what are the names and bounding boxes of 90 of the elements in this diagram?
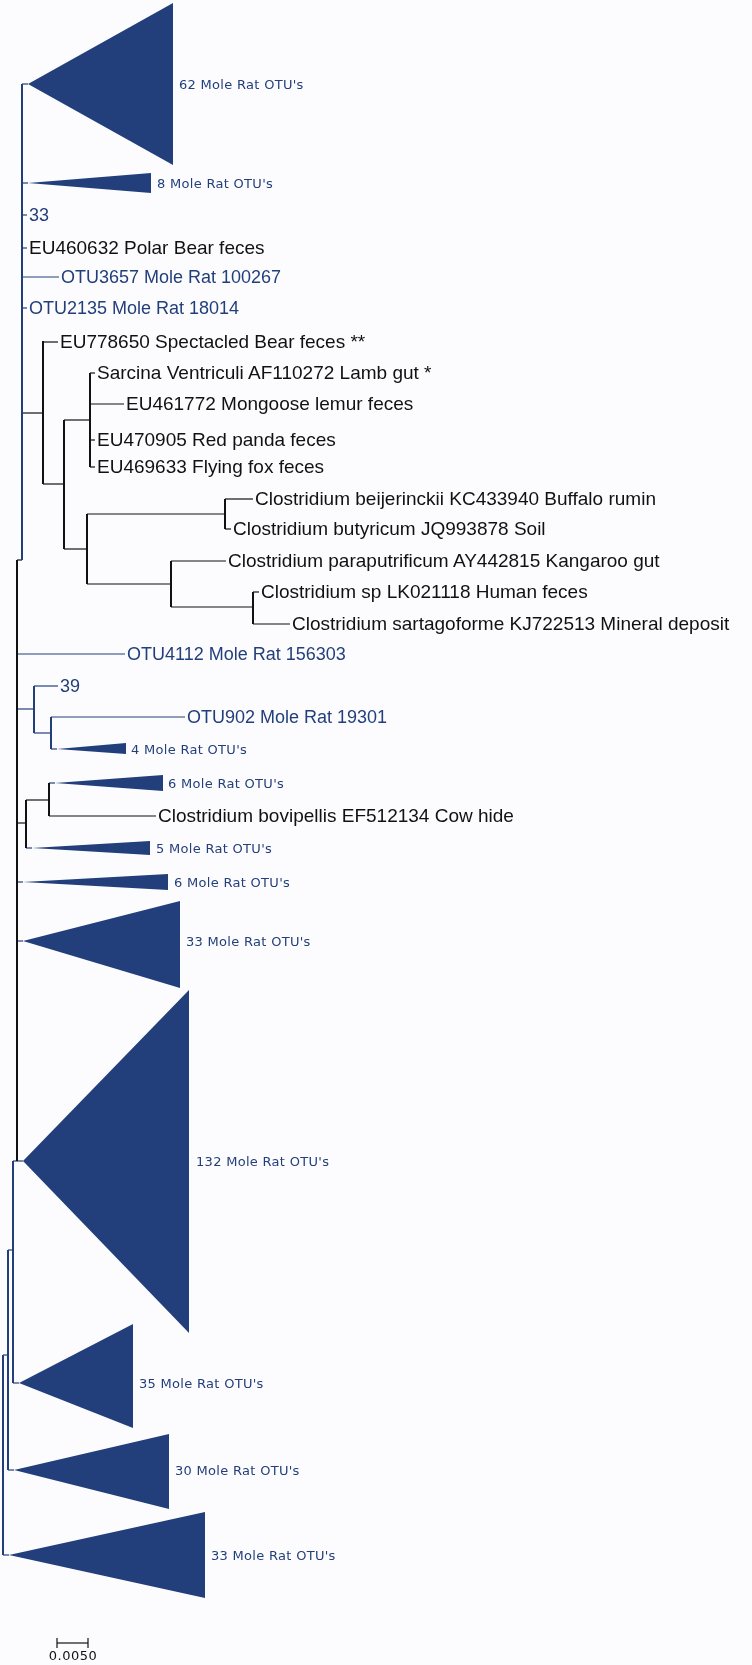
- clade-label: 62 Mole Rat OTU's: [179, 76, 304, 92]
- branch-line: [7, 1249, 14, 1251]
- branch-line: [2, 1554, 10, 1556]
- tree-node-line: [12, 1161, 14, 1383]
- branch-line: [16, 708, 35, 710]
- clade-label: 33 Mole Rat OTU's: [211, 1547, 336, 1563]
- tree-node-line: [252, 592, 254, 624]
- taxon-label: 39: [60, 675, 81, 697]
- branch-line: [224, 498, 254, 500]
- branch-line: [252, 623, 291, 625]
- tree-node-line: [7, 1250, 9, 1470]
- branch-line: [33, 732, 52, 734]
- branch-line: [89, 466, 96, 468]
- taxon-label: Clostridium bovipellis EF512134 Cow hide: [158, 805, 514, 827]
- branch-line: [48, 782, 56, 784]
- branch-line: [33, 685, 59, 687]
- tree-node-line: [33, 686, 35, 733]
- branch-line: [25, 847, 33, 849]
- tree-node-line: [224, 499, 226, 529]
- branch-line: [21, 83, 29, 85]
- tree-node-line: [50, 717, 52, 749]
- branch-line: [12, 1160, 18, 1162]
- clade-label: 5 Mole Rat OTU's: [156, 840, 273, 856]
- taxon-label: OTU902 Mole Rat 19301: [187, 706, 388, 728]
- branch-line: [42, 341, 59, 343]
- taxon-label: Clostridium paraputrificum AY442815 Kangaroo gut: [228, 550, 660, 572]
- scale-value: 0.0050: [48, 1648, 98, 1663]
- tree-node-line: [48, 783, 50, 816]
- branch-line: [50, 716, 186, 718]
- branch-line: [86, 583, 172, 585]
- taxon-label: OTU4112 Mole Rat 156303: [127, 643, 346, 665]
- branch-line: [252, 591, 260, 593]
- branch-line: [170, 560, 227, 562]
- taxon-label: EU470905 Red panda feces: [97, 429, 336, 451]
- taxon-label: EU778650 Spectacled Bear feces **: [60, 331, 366, 353]
- branch-line: [16, 653, 126, 655]
- taxon-label: OTU3657 Mole Rat 100267: [61, 266, 282, 288]
- branch-line: [89, 403, 125, 405]
- branch-line: [12, 1382, 20, 1384]
- branch-line: [25, 799, 50, 801]
- branch-line: [50, 748, 58, 750]
- tree-node-line: [170, 561, 172, 607]
- branch-line: [16, 1160, 24, 1162]
- branch-line: [21, 247, 28, 249]
- taxon-label: Clostridium sp LK021118 Human feces: [261, 581, 588, 603]
- branch-line: [21, 182, 29, 184]
- branch-line: [16, 881, 24, 883]
- branch-line: [21, 307, 28, 309]
- branch-line: [86, 513, 226, 515]
- branch-line: [48, 815, 157, 817]
- branch-line: [16, 559, 23, 561]
- branch-line: [16, 940, 24, 942]
- tree-node-line: [21, 84, 23, 560]
- clade-label: 8 Mole Rat OTU's: [157, 175, 274, 191]
- tree-node-line: [25, 800, 27, 848]
- branch-line: [2, 1354, 9, 1356]
- branch-line: [89, 439, 96, 441]
- taxon-label: Sarcina Ventriculi AF110272 Lamb gut *: [97, 362, 432, 384]
- tree-node-line: [2, 1355, 4, 1555]
- branch-line: [21, 276, 60, 278]
- branch-line: [42, 483, 65, 485]
- tree-node-line: [42, 341, 44, 484]
- branch-line: [7, 1469, 15, 1471]
- branch-line: [89, 372, 96, 374]
- branch-line: [170, 606, 254, 608]
- taxon-label: Clostridium butyricum JQ993878 Soil: [233, 518, 546, 540]
- branch-line: [63, 548, 88, 550]
- taxon-label: Clostridium beijerinckii KC433940 Buffalo rumin: [255, 488, 656, 510]
- clade-label: 6 Mole Rat OTU's: [168, 775, 285, 791]
- branch-line: [21, 214, 28, 216]
- tree-node-line: [89, 373, 91, 467]
- branch-line: [63, 419, 91, 421]
- tree-node-line: [63, 420, 65, 549]
- taxon-label: Clostridium sartagoforme KJ722513 Mineral deposit: [292, 613, 730, 635]
- clade-label: 132 Mole Rat OTU's: [196, 1153, 330, 1169]
- tree-node-line: [86, 514, 88, 584]
- branch-line: [21, 412, 44, 414]
- taxon-label: 33: [29, 204, 50, 226]
- taxon-label: OTU2135 Mole Rat 18014: [29, 297, 240, 319]
- taxon-label: EU469633 Flying fox feces: [97, 456, 325, 478]
- branch-line: [224, 528, 232, 530]
- clade-label: 6 Mole Rat OTU's: [174, 874, 291, 890]
- clade-label: 33 Mole Rat OTU's: [186, 933, 311, 949]
- clade-label: 4 Mole Rat OTU's: [131, 741, 248, 757]
- branch-line: [16, 822, 27, 824]
- taxon-label: EU461772 Mongoose lemur feces: [126, 393, 414, 415]
- tree-node-line: [16, 560, 18, 1161]
- taxon-label: EU460632 Polar Bear feces: [29, 237, 265, 259]
- clade-label: 35 Mole Rat OTU's: [139, 1375, 264, 1391]
- clade-label: 30 Mole Rat OTU's: [175, 1462, 300, 1478]
